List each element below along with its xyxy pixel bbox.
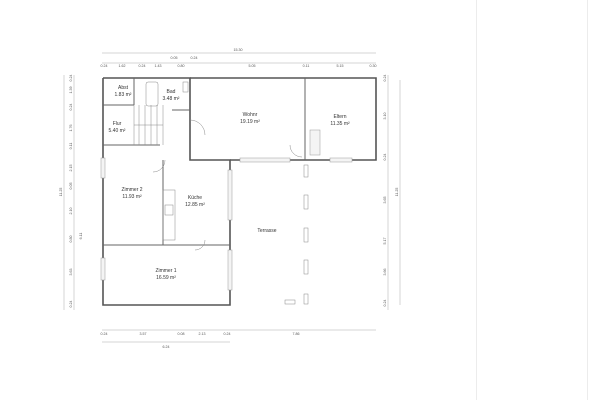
room-flur: Flur 5.40 m² (109, 121, 126, 134)
room-wohnr: Wohnr 19.19 m² (240, 112, 260, 125)
svg-text:3.66: 3.66 (383, 269, 387, 276)
room-eltern: Eltern 11.35 m² (330, 114, 350, 127)
svg-text:0.24: 0.24 (191, 56, 198, 60)
svg-text:2.15: 2.15 (69, 165, 73, 172)
side-panel (476, 0, 588, 400)
room-zimmer-1: Zimmer 1 16.59 m² (155, 268, 176, 281)
room-bad: Bad 3.48 m² (163, 89, 180, 102)
svg-text:0.24: 0.24 (69, 104, 73, 111)
svg-text:0.11: 0.11 (303, 64, 310, 68)
svg-text:Flur: Flur (113, 121, 122, 127)
svg-text:0.05: 0.05 (171, 56, 178, 60)
svg-text:12.85 m²: 12.85 m² (185, 202, 205, 208)
svg-text:15.30: 15.30 (234, 48, 243, 52)
svg-text:6.11: 6.11 (79, 233, 83, 240)
svg-text:0.30: 0.30 (370, 64, 377, 68)
walls (100, 77, 377, 306)
room-kueche: Küche 12.85 m² (185, 195, 205, 208)
svg-text:11.25: 11.25 (59, 188, 63, 197)
svg-text:11.93 m²: 11.93 m² (122, 194, 142, 200)
svg-text:0.24: 0.24 (139, 64, 146, 68)
svg-text:5.17: 5.17 (383, 238, 387, 245)
svg-text:0.24: 0.24 (224, 332, 231, 336)
svg-text:2.10: 2.10 (69, 208, 73, 215)
svg-text:0.24: 0.24 (101, 64, 108, 68)
svg-text:3.65: 3.65 (383, 197, 387, 204)
left-dimensions: 11.25 0.24 1.39 0.24 1.76 0.11 2.15 0.05… (59, 75, 83, 310)
svg-text:Küche: Küche (188, 195, 202, 201)
svg-text:Wohnr: Wohnr (243, 112, 258, 118)
svg-text:3.10: 3.10 (383, 113, 387, 120)
svg-text:11.35 m²: 11.35 m² (330, 121, 350, 127)
svg-text:Bad: Bad (167, 89, 176, 95)
svg-text:0.24: 0.24 (69, 301, 73, 308)
svg-text:1.83 m²: 1.83 m² (115, 92, 132, 98)
room-labels: Abst 1.83 m² Bad 3.48 m² Flur 5.40 m² Wo… (109, 85, 350, 281)
svg-text:5.15: 5.15 (337, 64, 344, 68)
svg-text:0.24: 0.24 (383, 154, 387, 161)
svg-text:16.59 m²: 16.59 m² (156, 275, 176, 281)
svg-text:1.76: 1.76 (69, 125, 73, 132)
svg-text:0.24: 0.24 (69, 75, 73, 82)
svg-text:3.57: 3.57 (140, 332, 147, 336)
svg-text:0.24: 0.24 (383, 75, 387, 82)
svg-text:7.86: 7.86 (293, 332, 300, 336)
room-zimmer-2: Zimmer 2 11.93 m² (121, 187, 142, 200)
svg-text:5.40 m²: 5.40 m² (109, 128, 126, 134)
svg-text:0.24: 0.24 (383, 300, 387, 307)
svg-text:1.39: 1.39 (69, 87, 73, 94)
svg-text:2.13: 2.13 (199, 332, 206, 336)
svg-text:0.05: 0.05 (69, 183, 73, 190)
svg-text:3.63: 3.63 (69, 269, 73, 276)
svg-text:0.80: 0.80 (69, 236, 73, 243)
top-dimensions: 15.30 0.05 0.24 0.24 1.62 0.24 1.43 0.80… (101, 48, 377, 68)
svg-text:Zimmer 2: Zimmer 2 (121, 187, 142, 193)
svg-text:19.19 m²: 19.19 m² (240, 119, 260, 125)
svg-text:0.80: 0.80 (178, 64, 185, 68)
svg-text:11.25: 11.25 (395, 188, 399, 197)
room-terrasse: Terrasse (257, 228, 276, 234)
svg-text:Abst: Abst (118, 85, 129, 91)
right-dimensions: 11.25 0.24 3.10 0.24 3.65 5.17 3.66 0.24 (383, 75, 401, 310)
svg-text:0.24: 0.24 (101, 332, 108, 336)
svg-text:3.48 m²: 3.48 m² (163, 96, 180, 102)
bottom-dimensions: 0.24 3.57 0.08 2.13 0.24 7.86 6.24 (101, 329, 376, 349)
svg-text:Terrasse: Terrasse (257, 228, 276, 234)
svg-text:0.08: 0.08 (178, 332, 185, 336)
svg-text:Zimmer 1: Zimmer 1 (155, 268, 176, 274)
svg-text:1.43: 1.43 (155, 64, 162, 68)
svg-text:1.62: 1.62 (119, 64, 126, 68)
svg-text:5.05: 5.05 (249, 64, 256, 68)
svg-text:0.11: 0.11 (69, 143, 73, 150)
svg-text:Eltern: Eltern (333, 114, 346, 120)
room-abst: Abst 1.83 m² (115, 85, 132, 98)
svg-text:6.24: 6.24 (163, 345, 170, 349)
